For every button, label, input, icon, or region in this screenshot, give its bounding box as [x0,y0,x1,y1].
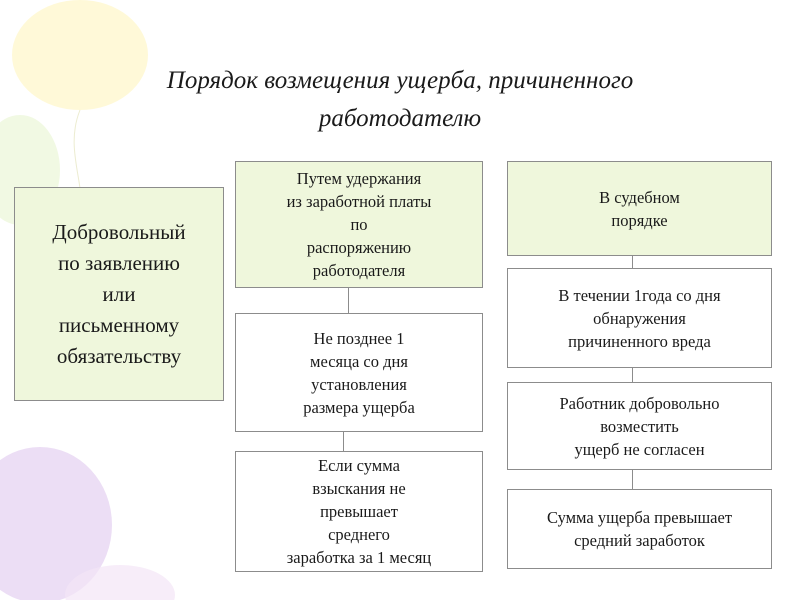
title-line-1: Порядок возмещения ущерба, причиненного [166,67,634,94]
court-box-text: В судебном порядке [599,187,680,230]
within-year-box: В течении 1года со дня обнаружения причи… [507,268,772,368]
employee-disagrees-box-text: Работник добровольно возместить ущерб не… [559,393,720,459]
amount-condition-box-text: Если сумма взыскания не превышает средне… [286,456,432,567]
voluntary-box: Добровольный по заявлению или письменном… [14,187,224,401]
title-line-2: работодателю [318,105,482,132]
within-year-box-text: В течении 1года со дня обнаружения причи… [558,285,721,351]
connector-right-2 [632,368,633,382]
connector-middle-2 [343,432,344,451]
connector-middle-1 [348,288,349,313]
connector-right-3 [632,470,633,489]
balloon-bottom-left [0,447,112,600]
withholding-box: Путем удержания из заработной платы по р… [235,161,483,288]
amount-exceeds-box: Сумма ущерба превышает средний заработок [507,489,772,569]
voluntary-box-text: Добровольный по заявлению или письменном… [52,219,186,368]
amount-condition-box: Если сумма взыскания не превышает средне… [235,451,483,572]
withholding-box-text: Путем удержания из заработной платы по р… [286,169,432,280]
deadline-box-text: Не позднее 1 месяца со дня установления … [303,328,415,417]
amount-exceeds-box-text: Сумма ущерба превышает средний заработок [546,508,733,550]
balloon-top-left [12,0,148,110]
court-box: В судебном порядке [507,161,772,256]
page-title: Порядок возмещения ущерба, причиненного … [100,62,700,138]
balloon-bottom-left-small [65,565,175,600]
connector-right-1 [632,256,633,268]
employee-disagrees-box: Работник добровольно возместить ущерб не… [507,382,772,470]
deadline-box: Не позднее 1 месяца со дня установления … [235,313,483,432]
